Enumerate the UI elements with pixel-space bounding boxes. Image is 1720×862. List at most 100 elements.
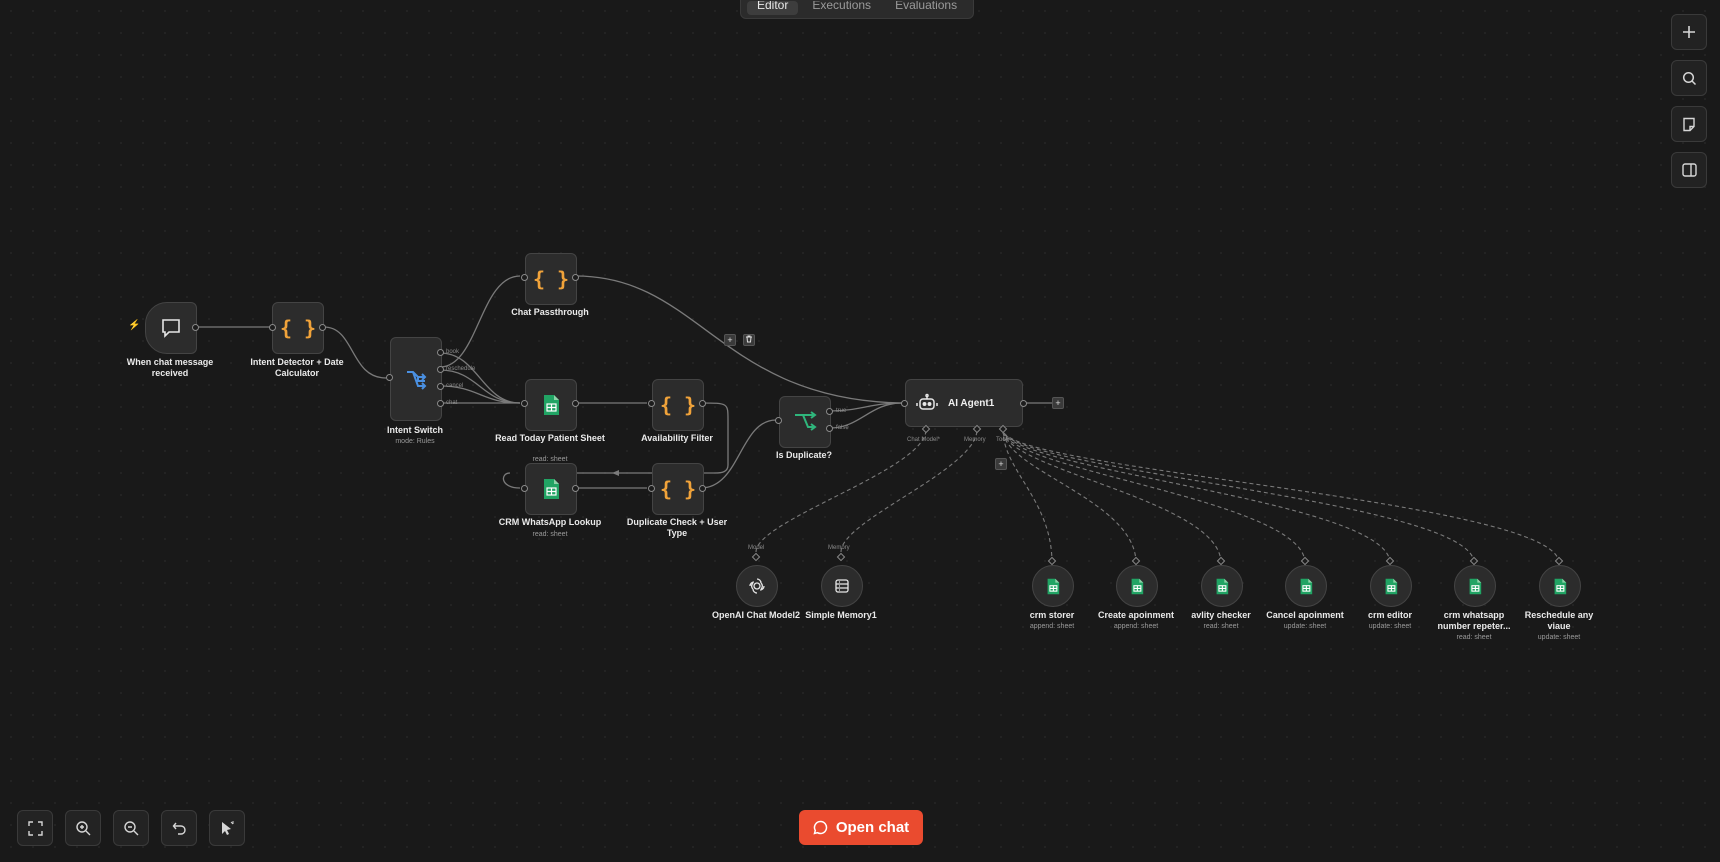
plus-icon bbox=[1683, 26, 1695, 38]
node-label: CRM WhatsApp Lookup bbox=[498, 517, 602, 527]
node-tool-reschedule[interactable] bbox=[1539, 565, 1581, 607]
handle-in[interactable] bbox=[901, 400, 908, 407]
node-duplicate-check[interactable]: { } bbox=[652, 463, 704, 515]
handle-in[interactable] bbox=[648, 485, 655, 492]
node-label: AI Agent1 bbox=[948, 397, 995, 409]
toggle-panel-button[interactable] bbox=[1671, 152, 1707, 188]
node-tool-crm-storer[interactable] bbox=[1032, 565, 1074, 607]
openai-icon bbox=[749, 578, 765, 594]
if-output-true: true bbox=[836, 408, 847, 414]
zoom-in-button[interactable] bbox=[65, 810, 101, 846]
handle-out[interactable] bbox=[1020, 400, 1027, 407]
google-sheets-icon bbox=[1469, 578, 1482, 594]
node-chat-trigger[interactable] bbox=[145, 302, 197, 354]
handle-out[interactable] bbox=[572, 274, 579, 281]
handle-out[interactable] bbox=[572, 400, 579, 407]
node-label: Intent Detector + Date Calculator bbox=[250, 357, 344, 378]
handle-out[interactable] bbox=[319, 324, 326, 331]
google-sheets-icon bbox=[1047, 578, 1060, 594]
node-tool-avlity-checker[interactable] bbox=[1201, 565, 1243, 607]
robot-icon bbox=[916, 393, 938, 410]
zoom-in-icon bbox=[76, 821, 91, 836]
trigger-bolt-icon: ⚡ bbox=[128, 320, 141, 331]
handle-in[interactable] bbox=[521, 485, 528, 492]
node-read-patient-sheet[interactable] bbox=[525, 379, 577, 431]
switch-output-cancel: cancel bbox=[446, 383, 464, 389]
node-openai-chat-model[interactable] bbox=[736, 565, 778, 607]
add-tool-button[interactable]: + bbox=[995, 458, 1007, 470]
node-availability-filter[interactable]: { } bbox=[652, 379, 704, 431]
open-chat-label: Open chat bbox=[835, 819, 910, 836]
node-label: Simple Memory1 bbox=[805, 610, 877, 620]
google-sheets-icon bbox=[544, 479, 559, 499]
handle-out[interactable] bbox=[699, 400, 706, 407]
zoom-out-button[interactable] bbox=[113, 810, 149, 846]
handle-out-book[interactable] bbox=[437, 349, 444, 356]
node-label: Create apoinment bbox=[1097, 610, 1175, 620]
add-node-button[interactable] bbox=[1671, 14, 1707, 50]
tidy-up-button[interactable] bbox=[209, 810, 245, 846]
open-chat-button[interactable]: Open chat bbox=[799, 810, 923, 845]
node-tool-crm-whatsapp-repeter[interactable] bbox=[1454, 565, 1496, 607]
switch-icon bbox=[407, 371, 427, 390]
tab-executions[interactable]: Executions bbox=[812, 1, 872, 12]
handle-out[interactable] bbox=[192, 324, 199, 331]
node-simple-memory[interactable] bbox=[821, 565, 863, 607]
node-tool-create-apoinment[interactable] bbox=[1116, 565, 1158, 607]
google-sheets-icon bbox=[1385, 578, 1398, 594]
trash-icon bbox=[746, 335, 752, 343]
node-tool-crm-editor[interactable] bbox=[1370, 565, 1412, 607]
node-is-duplicate[interactable] bbox=[779, 396, 831, 448]
node-intent-detector[interactable]: { } bbox=[272, 302, 324, 354]
switch-output-chat: chat bbox=[446, 400, 458, 406]
node-sublabel: update: sheet bbox=[1283, 623, 1327, 630]
handle-out-true[interactable] bbox=[826, 408, 833, 415]
handle-in[interactable] bbox=[521, 274, 528, 281]
edge-add-button[interactable]: + bbox=[724, 334, 736, 346]
node-label: avlity checker bbox=[1191, 610, 1251, 620]
edge-delete-button[interactable] bbox=[743, 334, 755, 346]
node-chat-passthrough[interactable]: { } bbox=[525, 253, 577, 305]
add-sticky-note-button[interactable] bbox=[1671, 106, 1707, 142]
node-tool-cancel-apoinment[interactable] bbox=[1285, 565, 1327, 607]
tidy-up-icon bbox=[222, 821, 234, 835]
agent-port-chat-model: Chat Model* bbox=[907, 437, 941, 443]
handle-in[interactable] bbox=[648, 400, 655, 407]
right-toolbar bbox=[1671, 14, 1707, 188]
search-nodes-button[interactable] bbox=[1671, 60, 1707, 96]
node-label: crm editor bbox=[1367, 610, 1412, 620]
handle-out-false[interactable] bbox=[826, 425, 833, 432]
handle-out[interactable] bbox=[572, 485, 579, 492]
top-tab-bar: Editor Executions Evaluations bbox=[740, 0, 975, 19]
handle-in[interactable] bbox=[775, 417, 782, 424]
fit-view-button[interactable] bbox=[17, 810, 53, 846]
handle-out-cancel[interactable] bbox=[437, 383, 444, 390]
tab-editor[interactable]: Editor bbox=[747, 1, 799, 15]
subnode-port-memory: Memory bbox=[828, 545, 850, 551]
node-label: Chat Passthrough bbox=[511, 307, 589, 317]
node-label: Read Today Patient Sheet bbox=[495, 433, 605, 443]
undo-button[interactable] bbox=[161, 810, 197, 846]
google-sheets-icon bbox=[544, 395, 559, 415]
tab-evaluations[interactable]: Evaluations bbox=[895, 1, 958, 12]
handle-in[interactable] bbox=[386, 374, 393, 381]
search-icon bbox=[1682, 71, 1696, 85]
switch-output-reschedule: reschedule bbox=[446, 366, 476, 372]
node-sublabel: update: sheet bbox=[1537, 634, 1581, 641]
handle-out-reschedule[interactable] bbox=[437, 366, 444, 373]
node-intent-switch[interactable] bbox=[390, 337, 442, 421]
node-sublabel: mode: Rules bbox=[395, 438, 435, 445]
handle-out-chat[interactable] bbox=[437, 400, 444, 407]
code-braces-icon: { } bbox=[279, 316, 317, 340]
handle-in[interactable] bbox=[269, 324, 276, 331]
handle-out[interactable] bbox=[699, 485, 706, 492]
node-ai-agent[interactable]: AI Agent1 bbox=[905, 379, 1023, 427]
chat-bubble-icon bbox=[813, 820, 828, 835]
handle-in[interactable] bbox=[521, 400, 528, 407]
undo-icon bbox=[172, 822, 186, 835]
if-branch-icon bbox=[795, 411, 817, 431]
node-label: Availability Filter bbox=[641, 433, 713, 443]
node-crm-whatsapp-lookup[interactable] bbox=[525, 463, 577, 515]
add-next-node-button[interactable]: + bbox=[1052, 397, 1064, 409]
